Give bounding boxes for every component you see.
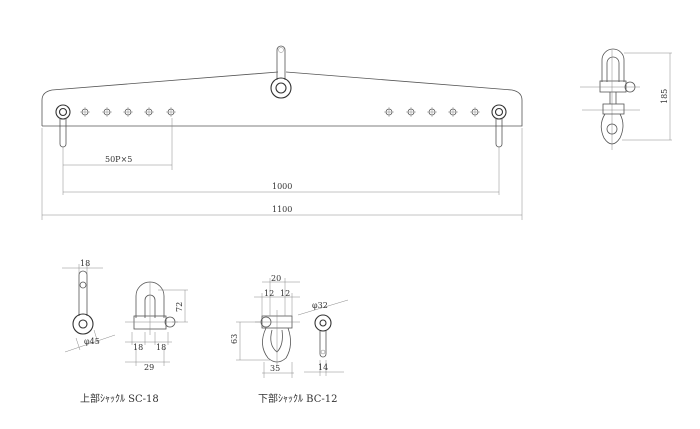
hole-centerline [102,107,112,117]
hole-centerline [123,107,133,117]
plate-dim: 14 [318,363,328,372]
side-view: 185 [580,48,672,150]
left-dim: 18 [133,343,143,352]
upper-shackle-plate: 18 φ45 [62,259,116,353]
right-dim: 12 [280,289,290,298]
pitch-dim: 50P×5 [105,155,132,164]
upper-shackle-front: 72 18 18 29 [125,281,188,372]
hole-centerline [470,107,480,117]
lower-shackle-label: 下部ｼｬｯｸﾙ BC-12 [258,392,337,405]
hole-centerline [406,107,416,117]
lower-shackle-front: 20 12 12 63 35 [230,274,300,378]
inner-dim: 1000 [272,182,292,191]
hole-centerline [427,107,437,117]
height-dim: 72 [175,302,184,312]
beam-holes [80,107,480,117]
hole-centerline [384,107,394,117]
plate-width-dim: 18 [80,259,90,268]
hole-dia-dim: φ45 [84,337,100,346]
overall-dim: 1100 [272,205,292,214]
lower-shackle-plate: φ32 14 [297,299,349,376]
hole-centerline [166,107,176,117]
upper-shackle-label: 上部ｼｬｯｸﾙ SC-18 [80,392,159,405]
right-dim: 18 [156,343,166,352]
beam-outline [41,71,523,127]
inner-dim: 29 [144,363,154,372]
center-lug [270,45,292,99]
beam-dimensions: 50P×5 1000 1100 [41,118,523,220]
height-dim: 63 [230,334,239,344]
hole-dia-dim: φ32 [312,301,328,310]
hole-centerline [144,107,154,117]
hole-centerline [80,107,90,117]
height-dim: 185 [660,89,669,104]
top-dim: 20 [271,274,281,283]
width-dim: 35 [270,364,280,373]
hole-centerline [448,107,458,117]
left-dim: 12 [264,289,274,298]
